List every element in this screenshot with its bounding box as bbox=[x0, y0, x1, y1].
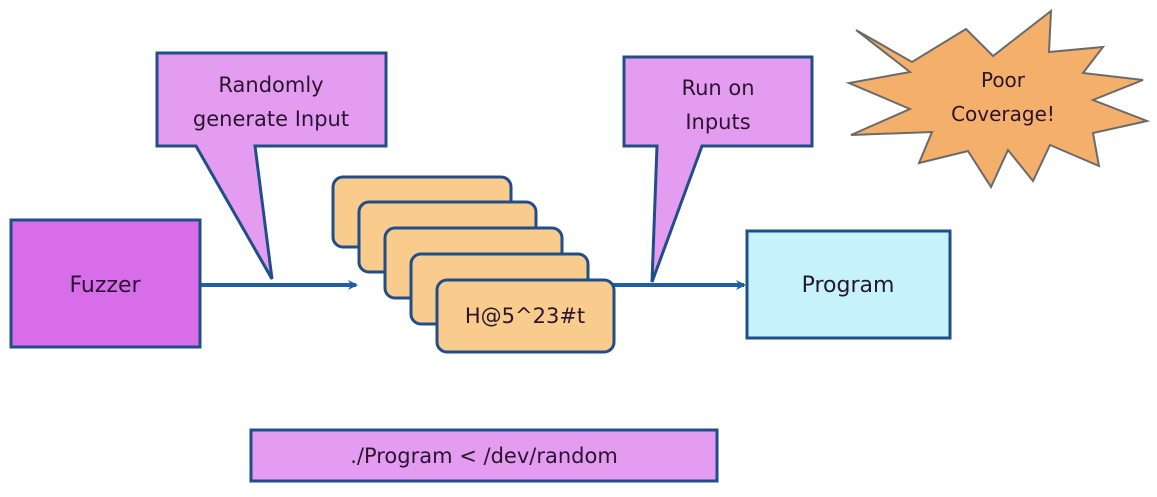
callout-run-line1: Run on bbox=[681, 76, 754, 100]
callout-generate-input: Randomly generate Input bbox=[155, 51, 388, 280]
fuzzer-label: Fuzzer bbox=[69, 273, 141, 298]
callout-run-line2: Inputs bbox=[685, 110, 750, 134]
input-card-front-label: H@5^23#t bbox=[465, 304, 585, 328]
command-text: ./Program < /dev/random bbox=[350, 444, 618, 468]
callout-generate-line2: generate Input bbox=[193, 107, 349, 131]
input-card-stack: H@5^23#t bbox=[331, 175, 616, 354]
burst-line2: Coverage! bbox=[951, 102, 1055, 126]
program-node: Program bbox=[745, 229, 952, 340]
fuzzer-node: Fuzzer bbox=[9, 218, 202, 349]
callout-generate-line1: Randomly bbox=[218, 73, 323, 97]
program-label: Program bbox=[802, 273, 895, 298]
burst-line1: Poor bbox=[981, 68, 1026, 92]
callout-run-on-inputs: Run on Inputs bbox=[622, 55, 814, 283]
input-card-front bbox=[435, 278, 616, 354]
command-box: ./Program < /dev/random bbox=[249, 428, 719, 483]
starburst-icon bbox=[845, 8, 1151, 190]
poor-coverage-burst: Poor Coverage! bbox=[845, 8, 1151, 190]
